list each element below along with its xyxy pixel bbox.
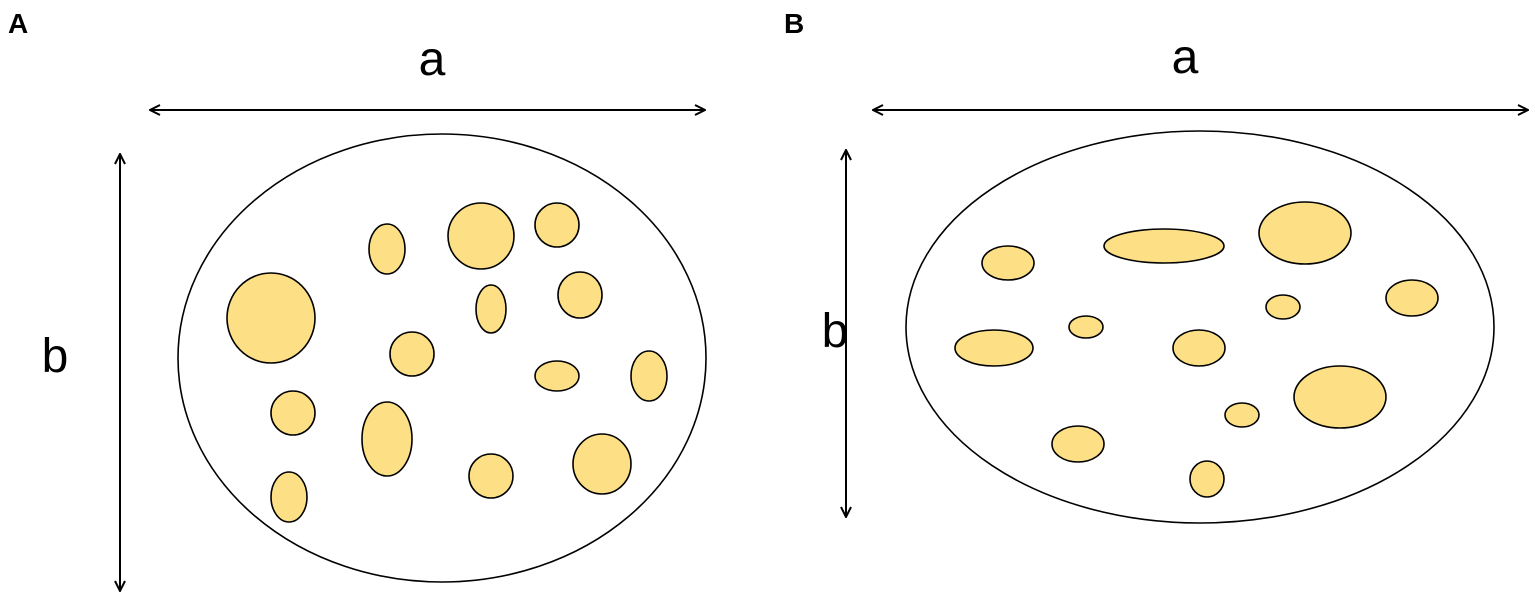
panel-b-droplet bbox=[1265, 294, 1301, 320]
panel-a-droplet bbox=[534, 202, 580, 248]
panel-b-droplet bbox=[1258, 201, 1352, 265]
panel-a-droplet bbox=[557, 271, 603, 319]
panel-a-droplet bbox=[447, 202, 515, 270]
panel-a-droplets bbox=[226, 202, 668, 523]
panel-b-width-label: a bbox=[1172, 31, 1199, 84]
panel-b-height-label: b bbox=[822, 305, 849, 358]
panel-b-droplet bbox=[1385, 279, 1439, 317]
panel-b-droplet bbox=[1224, 402, 1260, 428]
panel-a-droplet bbox=[572, 433, 632, 495]
panel-a-droplet bbox=[468, 453, 514, 499]
panel-a-label: A bbox=[8, 8, 28, 39]
panel-b: B a b bbox=[784, 8, 1528, 524]
panel-a-droplet bbox=[368, 223, 406, 275]
panel-a-width-label: a bbox=[419, 33, 446, 86]
panel-b-droplet bbox=[1103, 228, 1225, 264]
panel-b-label: B bbox=[784, 8, 804, 39]
panel-b-droplet bbox=[1189, 460, 1225, 498]
panel-a: A a b bbox=[8, 8, 707, 591]
panel-b-droplet bbox=[981, 245, 1035, 281]
panel-a-droplet bbox=[361, 401, 413, 477]
panel-b-droplets bbox=[954, 201, 1439, 498]
panel-a-droplet bbox=[630, 350, 668, 402]
panel-a-droplet bbox=[270, 390, 316, 436]
panel-b-droplet bbox=[1293, 365, 1387, 429]
panel-b-droplet bbox=[1172, 329, 1226, 367]
panel-a-droplet bbox=[270, 471, 308, 523]
panel-b-droplet bbox=[1068, 315, 1104, 339]
panel-a-droplet bbox=[389, 331, 435, 377]
panel-a-height-label: b bbox=[42, 330, 69, 383]
panel-b-droplet bbox=[1051, 425, 1105, 463]
panel-a-droplet bbox=[226, 272, 316, 364]
panel-b-droplet bbox=[954, 329, 1034, 367]
panel-a-droplet bbox=[475, 284, 507, 334]
panel-a-droplet bbox=[534, 360, 580, 392]
